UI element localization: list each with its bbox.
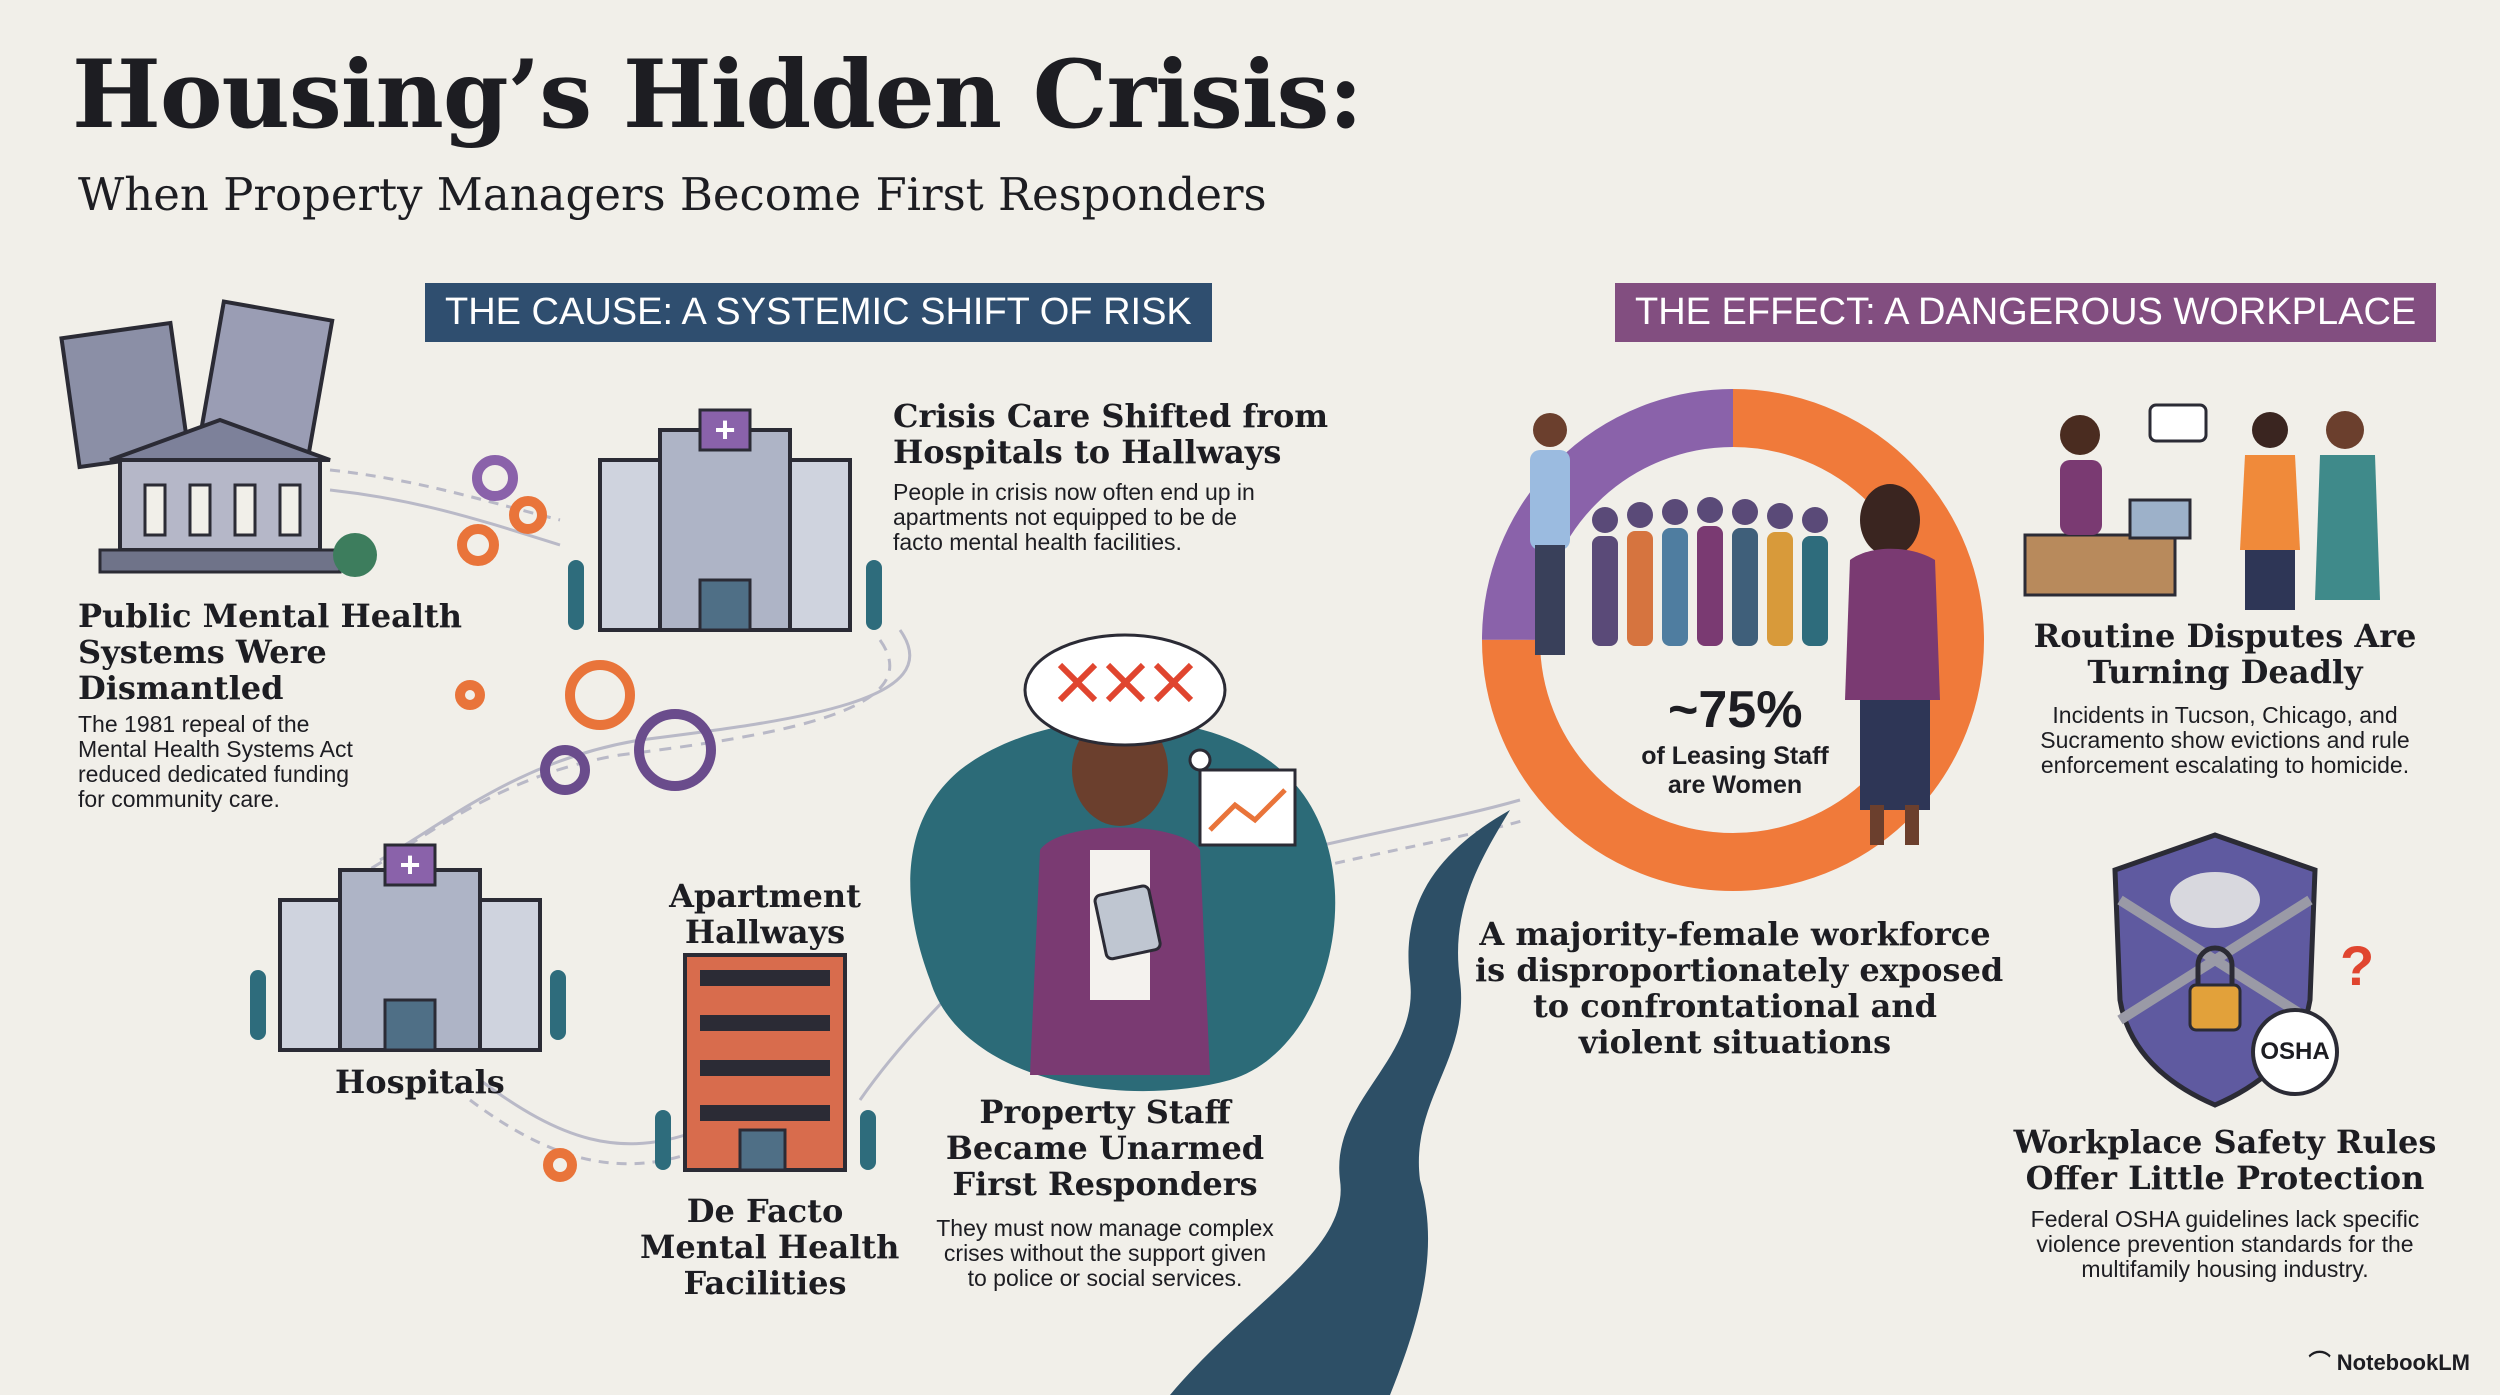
dismantled-body: The 1981 repeal of the Mental Health Sys… [78,711,353,812]
osha-badge: OSHA [2260,1038,2330,1065]
hospitals-building-icon: + [250,843,566,1052]
svg-text:+: + [399,844,420,885]
dispute-scene-illustration [2023,403,2380,610]
dismantled-heading: Public Mental Health Systems Were Disman… [78,597,463,707]
staff-body: They must now manage complex crises with… [936,1215,1274,1291]
shift-heading: Crisis Care Shifted from Hospitals to Ha… [893,397,1329,471]
property-staff-illustration [910,714,1336,1092]
staff-heading: Property Staff Became Unarmed First Resp… [945,1093,1265,1203]
question-mark-icon: ? [2340,934,2374,997]
ground-crack [1170,810,1510,1395]
gears-icon [455,455,716,1182]
apartment-building-icon [655,953,876,1172]
page-title: Housing’s Hidden Crisis: [72,40,1363,150]
disputes-body: Incidents in Tucson, Chicago, and Sucram… [2040,702,2410,778]
leasing-staff-donut-chart [1482,389,1984,891]
de-facto-facilities-label: De Facto Mental Health Facilities [640,1192,900,1302]
thought-bubble-icon [1023,633,1227,772]
safety-heading: Workplace Safety Rules Offer Little Prot… [2013,1123,2437,1197]
notebooklm-credit: ⌒ NotebookLM [2308,1350,2470,1375]
stat-label: of Leasing Staff are Women [1641,742,1829,799]
effect-section-label: THE EFFECT: A DANGEROUS WORKPLACE [1615,283,2437,342]
svg-text:+: + [714,409,735,450]
hospital-building-icon: + [568,408,882,632]
notebooklm-logo-icon: ⌒ [2308,1350,2337,1375]
cause-section-label: THE CAUSE: A SYSTEMIC SHIFT OF RISK [425,283,1212,342]
osha-shield-illustration: ? [2112,832,2374,1108]
apartment-hallways-label: Apartment Hallways [669,877,861,951]
workforce-statement: A majority-female workforce is dispropor… [1475,915,2004,1061]
crumbling-building-icon [59,299,377,577]
page-subtitle: When Property Managers Become First Resp… [78,168,1267,221]
safety-body: Federal OSHA guidelines lack specific vi… [2030,1206,2420,1282]
shift-body: People in crisis now often end up in apa… [893,479,1255,555]
disputes-heading: Routine Disputes Are Turning Deadly [2033,617,2417,691]
stat-value: ~75% [1668,681,1803,739]
hospitals-label: Hospitals [335,1063,505,1101]
